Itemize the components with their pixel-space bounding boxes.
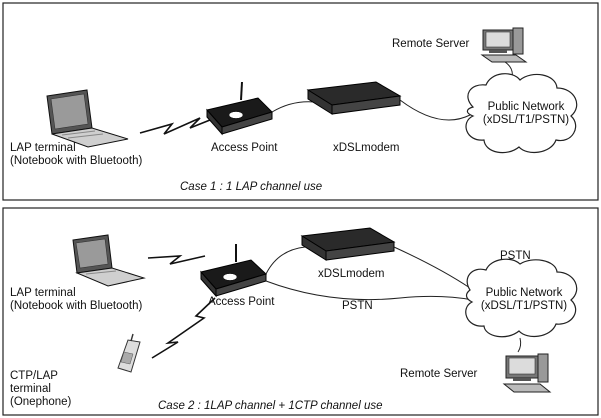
remote-server-label-2: Remote Server [400,368,478,380]
remote-server-icon-2 [502,353,552,393]
public-network-line2: (xDSL/T1/PSTN) [482,114,570,126]
lap-terminal-line2-2: (Notebook with Bluetooth) [10,300,143,312]
remote-server-icon [480,27,528,63]
public-network-line2-2: (xDSL/T1/PSTN) [480,300,568,312]
ap-modem-link-1 [271,101,316,113]
ap-pstn-link-2 [265,280,474,301]
caption-case-2: Case 2 : 1LAP channel + 1CTP channel use [158,400,383,412]
remote-server-label-1: Remote Server [392,38,470,50]
panel-1-frame [2,2,599,201]
ctp-line2: terminal [10,383,51,395]
ctp-line1: CTP/LAP [10,370,58,382]
xdsl-modem-icon-1 [306,81,402,115]
wireless-link-2a [147,255,206,265]
caption-case-1: Case 1 : 1 LAP channel use [180,181,323,193]
pstn-line-label: PSTN [342,300,373,312]
cloud-server-link-2 [517,337,522,353]
public-network-label-1: Public Network (xDSL/T1/PSTN) [476,101,576,127]
lap-terminal-line2: (Notebook with Bluetooth) [10,155,143,167]
access-point-label-1: Access Point [211,142,278,154]
laptop-icon-2 [72,234,146,287]
access-point-icon-1 [206,81,273,136]
ap-modem-link-2 [265,246,306,275]
ctp-line3: (Onephone) [10,396,72,408]
public-network-label-2: Public Network (xDSL/T1/PSTN) [474,287,574,313]
modem-cloud-link-2 [393,246,471,289]
wireless-link-2b [151,297,216,359]
access-point-icon-2 [200,244,267,298]
xdsl-modem-label-1: xDSLmodem [333,142,400,154]
onephone-icon [117,333,141,373]
wireless-link-1 [139,117,211,135]
public-network-cloud-2 [465,258,578,338]
public-network-line1: Public Network [487,101,565,113]
lap-terminal-label-2: LAP terminal (Notebook with Bluetooth) [10,287,142,313]
modem-cloud-link-1 [399,99,471,121]
panel-2-frame [2,207,599,416]
public-network-line1-2: Public Network [485,287,563,299]
xdsl-modem-icon-2 [300,227,396,261]
lap-terminal-line1-2: LAP terminal [10,287,76,299]
laptop-icon-1 [46,89,129,148]
ctp-lap-terminal-label: CTP/LAP terminal (Onephone) [10,370,71,409]
lap-terminal-label-1: LAP terminal (Notebook with Bluetooth) [10,142,142,168]
xdsl-modem-label-2: xDSLmodem [318,268,385,280]
access-point-label-2: Access Point [208,296,275,308]
pstn-top-label: PSTN [500,250,531,262]
lap-terminal-line1: LAP terminal [10,142,76,154]
public-network-cloud-1 [465,73,578,154]
